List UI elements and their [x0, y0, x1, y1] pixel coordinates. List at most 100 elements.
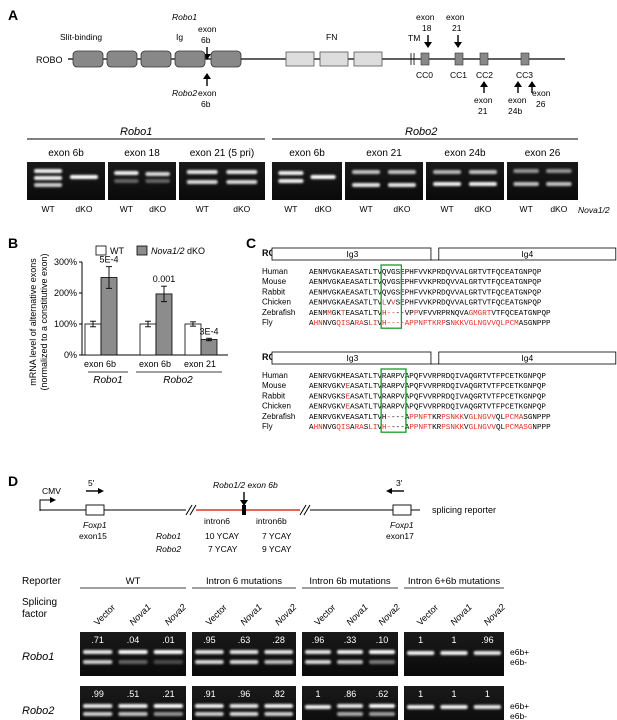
- gel-image: [426, 162, 504, 200]
- ycay-robo1-i6b: 7 YCAY: [262, 531, 292, 541]
- splicing-factor-lane-label: Nova2: [482, 602, 507, 627]
- sequence-segment: PSNKK: [441, 424, 464, 432]
- gel-exon-label: exon 6b: [289, 148, 325, 159]
- sequence-row: AENMMGKTEASATLTVH----VPPVFVVRPRNQVAGMGRT…: [309, 310, 551, 318]
- species-label: Mouse: [262, 381, 287, 390]
- sequence-segment: E: [345, 393, 350, 401]
- sequence-segment: E: [345, 383, 350, 391]
- reporter-gel-band: [440, 705, 468, 709]
- domain-ig4-label: Ig4: [521, 249, 533, 259]
- exon-inclusion-value: .82: [272, 689, 285, 699]
- reporter-gel-band: [83, 650, 113, 654]
- p-value-label: 0.001: [153, 274, 176, 284]
- exon-inclusion-value: .21: [162, 689, 175, 699]
- domain-ig3-box: [271, 247, 432, 261]
- sequence-segment: GK: [332, 310, 342, 318]
- exon21-top-line1: exon: [446, 12, 465, 22]
- exon21-bottom-line2: 21: [478, 106, 488, 116]
- species-label: Fly: [262, 422, 273, 431]
- intron6-label: intron6: [204, 516, 230, 526]
- ig-domain-4: [174, 50, 206, 68]
- sequence-row: AENMVGKAEASATLTVQVGSEPHFVVKPRDQVVALGRTVT…: [309, 279, 542, 287]
- exon21-bottom-line1: exon: [474, 95, 493, 105]
- exon-inclusion-value: .96: [312, 635, 325, 645]
- group-label-robo1: Robo1: [93, 375, 122, 386]
- lane-label-wt: WT: [359, 204, 372, 214]
- reporter-gel-band: [337, 712, 363, 716]
- species-label: Chicken: [262, 402, 291, 411]
- legend-dko-label: Nova1/2 dKO: [151, 246, 205, 256]
- lane-label-dko: dKO: [149, 204, 166, 214]
- species-label: Human: [262, 371, 288, 380]
- factor-heading-line2: factor: [22, 609, 48, 620]
- lane-label-dko: dKO: [315, 204, 332, 214]
- exon24b-line2: 24b: [508, 106, 522, 116]
- splicing-factor-lane-label: Vector: [92, 602, 117, 627]
- sequence-row: AENRVGKSEASATLTVRARPVAPQFVVRPRDQIVAQGRTV…: [309, 393, 546, 401]
- sequence-segment: EASATLTV: [345, 310, 382, 318]
- reporter-gel-band: [264, 660, 293, 664]
- tm-label: TM: [408, 33, 420, 43]
- exon-inclusion-value: .91: [203, 689, 216, 699]
- exon-inclusion-value: 1: [418, 635, 423, 645]
- sequence-segment: A: [309, 424, 314, 432]
- exon6b-arrowhead: [240, 500, 248, 506]
- sequence-segment: RA: [355, 320, 365, 328]
- slit-binding-label: Slit-binding: [60, 32, 102, 42]
- exon-inclusion-value: 1: [315, 689, 320, 699]
- splicing-factor-lane-label: Nova2: [273, 602, 298, 627]
- panel-label-b: B: [8, 235, 18, 251]
- sequence-segment: ASATLTVRARPVAPQFVVRPRDQIVAQGRTVTFPCETKGN…: [350, 383, 546, 391]
- sequence-row: AENRVGKVEASATLTVH----APPNFTKRPSNKKVGLNGV…: [309, 414, 551, 422]
- lane-label-wt: WT: [520, 204, 533, 214]
- sequence-segment: AENRVGKMEASATLTVRARPVAPQFVVRPRDQIVAQGRTV…: [309, 373, 546, 381]
- exon-inclusion-value: 1: [418, 689, 423, 699]
- reporter-gel-band: [369, 712, 395, 716]
- gel-band: [34, 169, 63, 173]
- reporter-row-gene: Robo2: [22, 705, 54, 717]
- reporter-gel-band: [153, 650, 183, 654]
- reporter-heading: Reporter: [22, 576, 62, 587]
- reporter-gel-band: [440, 651, 468, 655]
- legend-dko-swatch: [136, 245, 148, 256]
- gel-band: [145, 172, 170, 176]
- splicing-factor-lane-label: Nova2: [376, 602, 401, 627]
- gel-band: [34, 176, 63, 180]
- exon6b-label: Robo1/2 exon 6b: [213, 480, 278, 490]
- sequence-segment: H----APPNFTKRP: [382, 320, 446, 328]
- gel-exon-label: exon 21: [366, 148, 402, 159]
- exon24b-arrowhead: [514, 81, 522, 87]
- domain-ig3-label: Ig3: [347, 249, 359, 259]
- gel-band: [513, 169, 539, 173]
- reporter-gel-band: [407, 705, 435, 709]
- gel-exon-label: exon 26: [525, 148, 561, 159]
- reporter-gel-band: [195, 712, 224, 716]
- species-label: Human: [262, 267, 288, 276]
- robo1-exon-line2: 6b: [201, 35, 211, 45]
- exon6b-label-text: Robo1/2 exon 6b: [213, 480, 278, 490]
- sequence-row: AHNNVGQISARASLIVH----APPNFTKRPSNKKVGLNGV…: [309, 320, 551, 328]
- sequence-row: AENMVGKAEASATLTVQVGSEPHFVVKPRDQVVALGRTVT…: [309, 289, 542, 297]
- sequence-segment: ---A: [391, 424, 410, 432]
- sequence-segment: NPPP: [532, 424, 551, 432]
- sequence-segment: NVG: [323, 320, 337, 328]
- reporter-gel-band: [118, 704, 148, 708]
- fn-domains: [285, 51, 383, 67]
- reporter-gel-band: [407, 651, 435, 655]
- sequence-segment: QL: [496, 414, 506, 422]
- reporter-group-label: WT: [126, 576, 141, 587]
- sequence-segment: PSNKK: [441, 414, 464, 422]
- sequence-segment: V: [391, 300, 396, 308]
- species-label: Zebrafish: [262, 308, 295, 317]
- sequence-segment: GMGRT: [469, 310, 492, 318]
- x-category-label: exon 21: [184, 359, 216, 369]
- reporter-gel-band: [264, 650, 293, 654]
- cc2-label: CC2: [476, 70, 493, 80]
- sequence-segment: H-: [382, 424, 391, 432]
- domain-ig3-box: [271, 351, 432, 365]
- reporter-gel-band: [337, 660, 363, 664]
- sequence-row: AENRVGKMEASATLTVRARPVAPQFVVRPRDQIVAQGRTV…: [309, 373, 546, 381]
- sequence-segment: AENRVGKS: [309, 393, 346, 401]
- sequence-segment: V: [464, 424, 469, 432]
